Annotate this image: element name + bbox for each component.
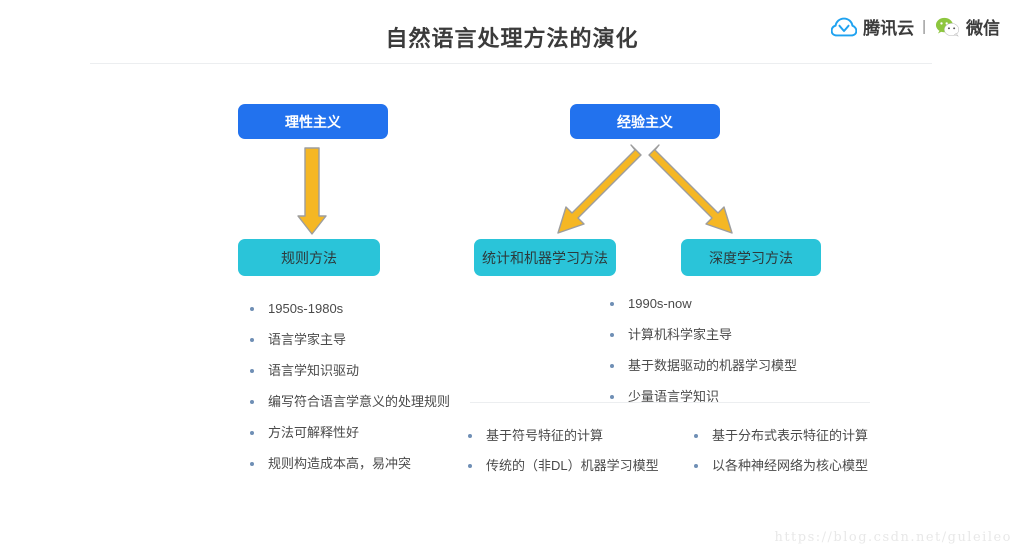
list-item-label: 基于符号特征的计算 [486, 428, 604, 443]
list-item-label: 以各种神经网络为核心模型 [712, 458, 869, 473]
header-divider [90, 63, 932, 64]
node-rationalism[interactable]: 理性主义 [238, 104, 388, 139]
list-item: 基于分布式表示特征的计算 [694, 427, 868, 445]
bullet-dot-icon [610, 395, 614, 399]
list-item-label: 传统的（非DL）机器学习模型 [486, 458, 659, 473]
list-item: 语言学家主导 [250, 331, 450, 349]
arrow-empiricism-to-deeplearning [648, 144, 733, 234]
bullet-dot-icon [250, 307, 254, 311]
list-item-label: 语言学家主导 [268, 332, 347, 347]
bullet-list-deep-learning-details: 基于分布式表示特征的计算 以各种神经网络为核心模型 [694, 427, 868, 487]
list-item-label: 1990s-now [628, 296, 692, 311]
list-item: 以各种神经网络为核心模型 [694, 457, 868, 475]
bullet-list-rule-method: 1950s-1980s 语言学家主导 语言学知识驱动 编写符合语言学意义的处理规… [250, 300, 450, 486]
list-item: 基于数据驱动的机器学习模型 [610, 357, 797, 375]
bullet-dot-icon [250, 431, 254, 435]
list-item-label: 编写符合语言学意义的处理规则 [268, 394, 451, 409]
arrow-rationalism-to-rule [297, 147, 327, 235]
arrow-empiricism-to-statistical [557, 144, 642, 234]
list-item: 传统的（非DL）机器学习模型 [468, 457, 659, 475]
tencent-cloud-icon [831, 16, 858, 38]
bullet-dot-icon [694, 464, 698, 468]
page-title: 自然语言处理方法的演化 [385, 26, 639, 51]
list-item-label: 1950s-1980s [268, 301, 344, 316]
bullet-list-statistical-ml-details: 基于符号特征的计算 传统的（非DL）机器学习模型 [468, 427, 659, 487]
bullet-dot-icon [610, 302, 614, 306]
bullet-dot-icon [250, 400, 254, 404]
list-item: 计算机科学家主导 [610, 326, 797, 344]
watermark-url: https://blog.csdn.net/guleileo [774, 530, 1012, 545]
wechat-icon [934, 16, 960, 38]
list-item: 方法可解释性好 [250, 424, 450, 442]
list-item-label: 语言学知识驱动 [268, 363, 360, 378]
list-item-label: 方法可解释性好 [268, 425, 360, 440]
list-item-label: 基于数据驱动的机器学习模型 [628, 358, 798, 373]
bullet-dot-icon [610, 364, 614, 368]
node-deep-learning-method[interactable]: 深度学习方法 [681, 239, 821, 276]
list-item: 语言学知识驱动 [250, 362, 450, 380]
wechat-label: 微信 [966, 19, 1000, 38]
tencent-cloud-label: 腾讯云 [863, 19, 915, 38]
list-item-label: 少量语言学知识 [628, 389, 720, 404]
list-item: 规则构造成本高，易冲突 [250, 455, 450, 473]
brand-separator: | [922, 18, 926, 35]
list-item: 少量语言学知识 [610, 388, 797, 406]
bullet-dot-icon [250, 338, 254, 342]
bullet-dot-icon [694, 434, 698, 438]
bullet-list-empiricism: 1990s-now 计算机科学家主导 基于数据驱动的机器学习模型 少量语言学知识 [610, 295, 797, 419]
list-item: 编写符合语言学意义的处理规则 [250, 393, 450, 411]
bullet-dot-icon [610, 333, 614, 337]
list-item-label: 计算机科学家主导 [628, 327, 733, 342]
node-rule-method[interactable]: 规则方法 [238, 239, 380, 276]
node-empiricism[interactable]: 经验主义 [570, 104, 720, 139]
node-statistical-ml-method[interactable]: 统计和机器学习方法 [474, 239, 616, 276]
brand-logo-group: 腾讯云 | 微信 [831, 14, 1000, 39]
bullet-dot-icon [468, 464, 472, 468]
list-item-label: 基于分布式表示特征的计算 [712, 428, 869, 443]
bullet-dot-icon [468, 434, 472, 438]
list-item: 1990s-now [610, 295, 797, 313]
list-item-label: 规则构造成本高，易冲突 [268, 456, 412, 471]
list-item: 基于符号特征的计算 [468, 427, 659, 445]
bullet-dot-icon [250, 462, 254, 466]
sub-section-divider [470, 402, 870, 403]
list-item: 1950s-1980s [250, 300, 450, 318]
bullet-dot-icon [250, 369, 254, 373]
